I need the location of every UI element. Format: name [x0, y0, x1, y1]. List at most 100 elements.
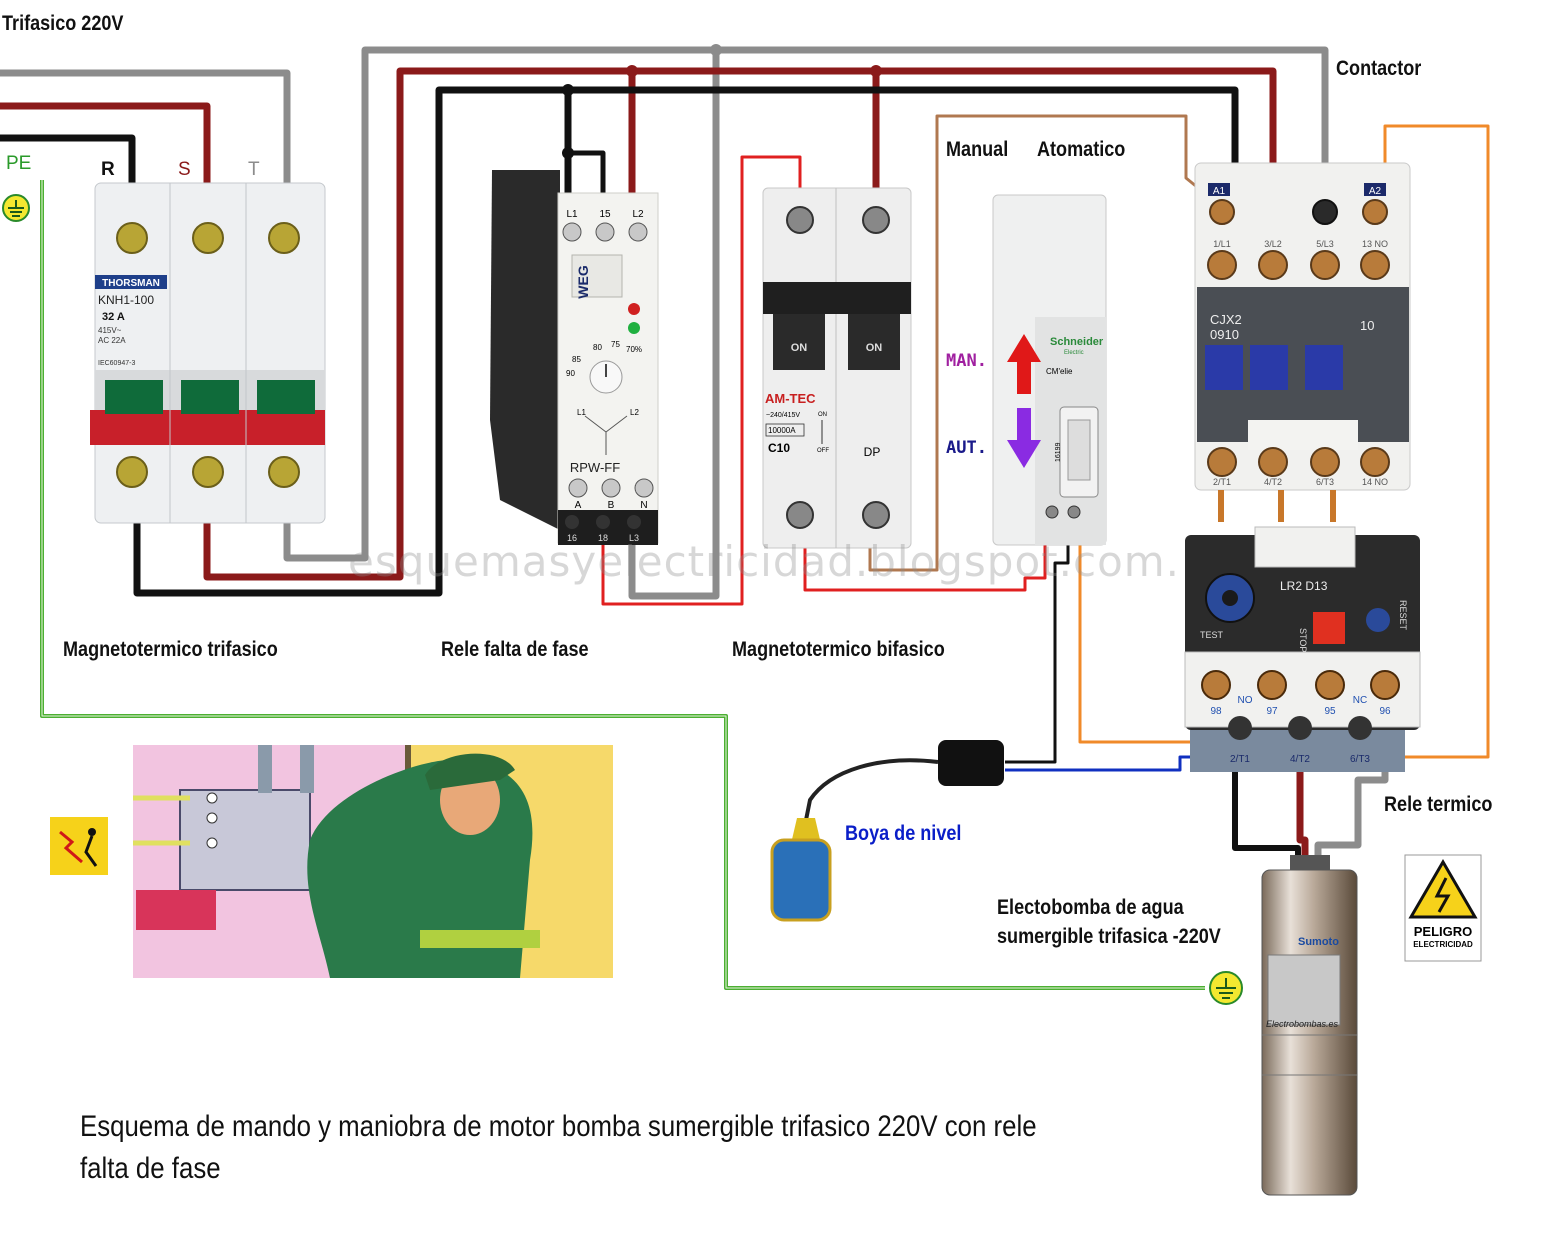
thermal-relay: LR2 D13 TEST STOP RESET NO NC 98 97 95 9… — [1184, 526, 1421, 772]
breaker-three-phase: THORSMAN KNH1-100 32 A 415V~ AC 22A IEC6… — [90, 182, 326, 524]
wire-grey-bus — [283, 46, 1329, 562]
float-switch — [770, 740, 1004, 922]
relay-y-l2: L2 — [630, 408, 639, 417]
wire-red-motor — [1296, 760, 1309, 860]
thermal-out-1: 2/T1 — [1230, 754, 1250, 765]
label-thermal-relay: Rele termico — [1384, 793, 1493, 816]
breaker3-spec1: 415V~ — [98, 326, 122, 335]
wire-grey-t-feed — [0, 69, 291, 185]
contactor-bot-1: 2/T1 — [1213, 477, 1231, 487]
label-breaker2: Magnetotermico bifasico — [732, 638, 945, 661]
wire-black-bus — [133, 86, 1239, 597]
label-supply: Trifasico 220V — [2, 12, 124, 35]
danger-sign: PELIGRO ELECTRICIDAD — [1404, 854, 1482, 962]
relay-num-18: 18 — [598, 533, 608, 543]
contactor-bot-3: 6/T3 — [1316, 477, 1334, 487]
label-pump-line2: sumergible trifasica -220V — [997, 925, 1221, 948]
selector-sub: Electric — [1064, 350, 1084, 356]
wire-black-motor — [1232, 760, 1301, 860]
wire-black-r-feed — [0, 134, 136, 185]
contactor-top-1: 1/L1 — [1213, 239, 1231, 249]
contactor-coil-a1: A1 — [1213, 186, 1226, 197]
label-r: R — [101, 159, 115, 180]
relay-dial-3: 75 — [611, 340, 620, 349]
thermal-term-98: 98 — [1210, 706, 1222, 717]
contactor: CJX2 0910 10 A1 A2 1/L1 3/L2 5/L3 13 NO … — [1194, 162, 1411, 522]
label-float: Boya de nivel — [845, 822, 962, 845]
relay-brand: WEG — [575, 265, 591, 299]
selector-code: 16199 — [1055, 442, 1062, 462]
relay-dial-5: 90 — [566, 369, 575, 378]
relay-top-term-1: L1 — [566, 209, 578, 220]
breaker2-brand: AM-TEC — [765, 391, 816, 406]
thermal-out-2: 4/T2 — [1290, 754, 1310, 765]
relay-bottom-n: N — [640, 500, 647, 511]
wire-grey-motor — [1314, 760, 1389, 860]
wire-ctrl-red-a — [601, 155, 802, 606]
breaker2-capacity: 10000A — [768, 426, 796, 435]
label-breaker3: Magnetotermico trifasico — [63, 638, 278, 661]
electrician-illustration — [133, 745, 613, 978]
thermal-reset-button[interactable] — [1366, 608, 1390, 632]
breaker3-std: IEC60947-3 — [98, 360, 135, 367]
wire-red-s-feed — [0, 102, 211, 185]
thermal-nc: NC — [1353, 695, 1367, 706]
screw-icon — [116, 222, 300, 488]
wire-black-float — [1005, 520, 1070, 764]
label-manual: Manual — [946, 138, 1009, 161]
thermal-test: TEST — [1200, 630, 1224, 640]
relay-top-term-2: 15 — [599, 209, 611, 220]
submersible-pump: Sumoto Electrobombas.es — [1261, 855, 1358, 1196]
relay-model: RPW-FF — [570, 460, 620, 475]
wire-red-bus — [203, 67, 1277, 581]
thermal-out-3: 6/T3 — [1350, 754, 1370, 765]
label-t: T — [248, 159, 260, 180]
relay-top-term-3: L2 — [632, 209, 644, 220]
thermal-stop-button[interactable] — [1313, 612, 1345, 644]
screw-icon — [786, 206, 890, 529]
thermal-term-97: 97 — [1266, 706, 1278, 717]
breaker3-spec2: AC 22A — [98, 336, 126, 345]
breaker2-curve: C10 — [768, 441, 790, 455]
phase-failure-relay: L1 15 L2 WEG 85 80 75 70% 90 L1 L2 RPW-F… — [490, 170, 659, 545]
pump-site: Electrobombas.es — [1266, 1019, 1339, 1029]
wire-black-relay-15 — [568, 150, 606, 210]
float-body — [770, 838, 832, 922]
high-voltage-icon — [1408, 859, 1478, 919]
relay-y-l1: L1 — [577, 408, 586, 417]
label-phase-relay: Rele falta de fase — [441, 638, 589, 661]
contactor-top-4: 13 NO — [1362, 239, 1388, 249]
danger-word1: PELIGRO — [1414, 924, 1473, 939]
breaker2-on-right: ON — [866, 342, 883, 354]
breaker3-rating: 32 A — [102, 311, 125, 323]
screw-icon — [1207, 199, 1390, 477]
contactor-model2: 0910 — [1210, 327, 1239, 342]
diagram-title: Esquema de mando y maniobra de motor bom… — [80, 1110, 1037, 1185]
wire-brown — [868, 114, 1214, 572]
screw-icon — [1201, 670, 1400, 740]
arrow-up-icon — [1007, 334, 1041, 394]
contactor-top-3: 5/L3 — [1316, 239, 1334, 249]
earth-icon — [2, 194, 30, 222]
label-pe: PE — [6, 153, 31, 174]
breaker2-on: ON — [818, 412, 827, 418]
breaker2-spec: ~240/415V — [766, 412, 800, 419]
thermal-no: NO — [1238, 695, 1253, 706]
label-automatic: Atomatico — [1037, 138, 1126, 161]
breaker3-model: KNH1-100 — [98, 293, 154, 307]
thermal-model: LR2 D13 — [1280, 579, 1328, 593]
thermal-term-95: 95 — [1324, 706, 1336, 717]
contactor-bot-4: 14 NO — [1362, 477, 1388, 487]
relay-num-l3: L3 — [629, 533, 639, 543]
breaker-two-pole: ON ON AM-TEC ~240/415V 10000A C10 ON OFF… — [762, 187, 912, 549]
danger-word2: ELECTRICIDAD — [1413, 940, 1473, 949]
screw-icon — [562, 222, 654, 498]
relay-bottom-a: A — [575, 500, 582, 511]
contactor-model: CJX2 — [1210, 312, 1242, 327]
label-contactor: Contactor — [1336, 57, 1422, 80]
label-aut: AUT. — [946, 438, 987, 458]
relay-bottom-b: B — [608, 500, 615, 511]
label-man: MAN. — [946, 351, 987, 371]
watermark: esquemasyelectricidad.blogspot.com. — [348, 537, 1181, 586]
